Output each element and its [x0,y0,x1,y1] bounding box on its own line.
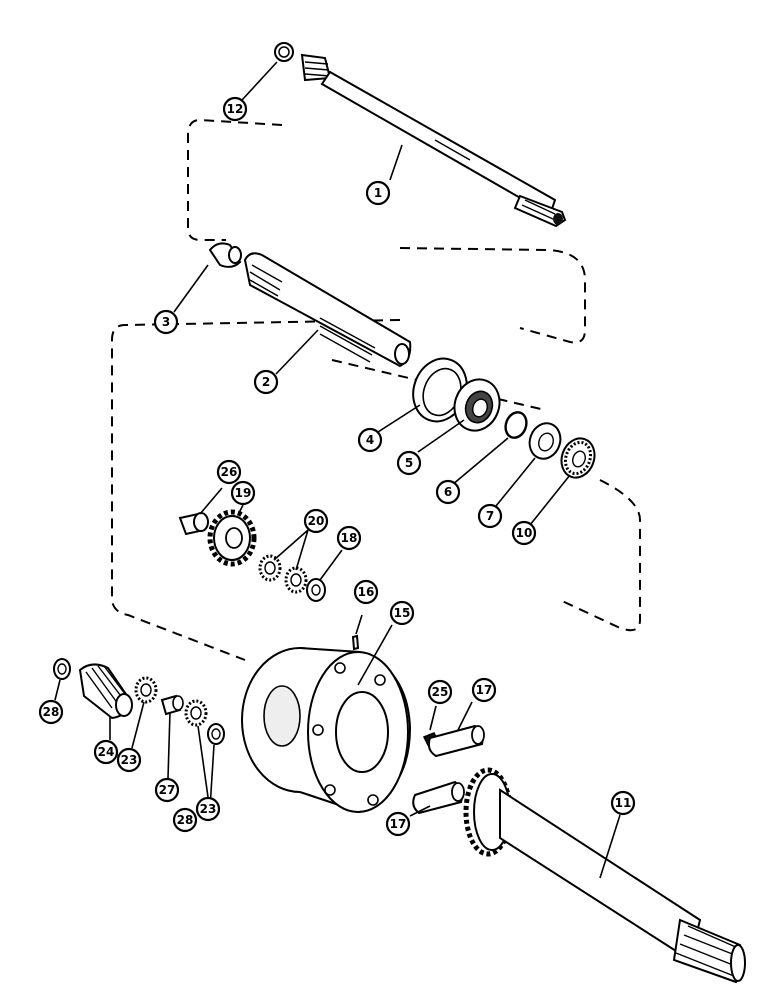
callout-28-left: 28 [38,699,64,725]
part-snap-ring-6 [504,411,528,439]
callout-26: 26 [216,459,242,485]
svg-text:27: 27 [159,783,176,797]
callout-16: 16 [353,579,379,605]
svg-text:16: 16 [358,585,375,599]
callout-23-left: 23 [116,747,142,773]
callout-2: 2 [253,369,279,395]
svg-text:20: 20 [308,514,325,528]
part-pin-17-lower [412,780,465,815]
callout-20: 20 [303,508,329,534]
callout-7: 7 [477,503,503,529]
callout-24: 24 [93,739,119,765]
callout-11: 11 [610,790,636,816]
callout-23-right: 23 [195,796,221,822]
svg-text:5: 5 [405,456,413,470]
svg-text:23: 23 [200,802,217,816]
part-washer-28-left [53,658,71,680]
part-washer-28-right [207,723,225,745]
svg-text:19: 19 [235,486,252,500]
callout-18: 18 [336,525,362,551]
callout-12: 12 [222,96,248,122]
part-thrust-bearing-10 [560,437,596,479]
svg-text:28: 28 [43,705,60,719]
callout-5: 5 [396,450,422,476]
callout-4: 4 [357,427,383,453]
part-needle-bearing-23-a [134,676,158,704]
svg-text:17: 17 [390,817,407,831]
part-bearing-5 [453,378,501,432]
svg-text:6: 6 [444,485,452,499]
callout-1: 1 [365,180,391,206]
part-washer-18 [306,578,326,602]
part-needle-bearings-20 [258,554,308,594]
svg-text:25: 25 [432,685,449,699]
group-outline-upper [187,118,586,344]
part-washer-7 [528,422,562,460]
callout-19: 19 [230,480,256,506]
svg-text:1: 1 [374,186,382,200]
part-bushing-3 [208,242,242,268]
svg-text:12: 12 [227,102,244,116]
callout-25: 25 [427,679,453,705]
part-snap-ring-12 [274,42,294,62]
callout-3: 3 [153,309,179,335]
callout-6: 6 [435,479,461,505]
svg-text:3: 3 [162,315,170,329]
svg-text:24: 24 [98,745,115,759]
svg-text:4: 4 [366,433,374,447]
part-needle-bearing-23-b [184,699,208,727]
part-carrier-15 [241,647,412,814]
svg-text:23: 23 [121,753,138,767]
part-output-shaft-11 [463,767,746,984]
part-pin-17-upper [427,724,485,758]
svg-text:28: 28 [177,813,194,827]
part-pin-26 [178,512,209,536]
part-pin-16 [351,634,360,651]
part-splined-shaft-2 [243,252,412,368]
callout-27: 27 [154,777,180,803]
part-pinion-24 [78,663,133,720]
svg-text:18: 18 [341,531,358,545]
svg-text:26: 26 [221,465,238,479]
part-gear-19 [207,509,257,567]
part-shaft-1 [300,53,567,228]
svg-text:15: 15 [394,606,411,620]
callout-15: 15 [389,600,415,626]
svg-text:10: 10 [516,526,533,540]
svg-text:11: 11 [615,796,632,810]
callout-28-right: 28 [172,807,198,833]
part-spacer-27 [160,694,184,716]
callout-17-upper: 17 [471,677,497,703]
svg-text:2: 2 [262,375,270,389]
callout-10: 10 [511,520,537,546]
svg-text:17: 17 [476,683,493,697]
group-outline-lower [111,319,641,661]
callout-17-lower: 17 [385,811,411,837]
svg-text:7: 7 [486,509,494,523]
